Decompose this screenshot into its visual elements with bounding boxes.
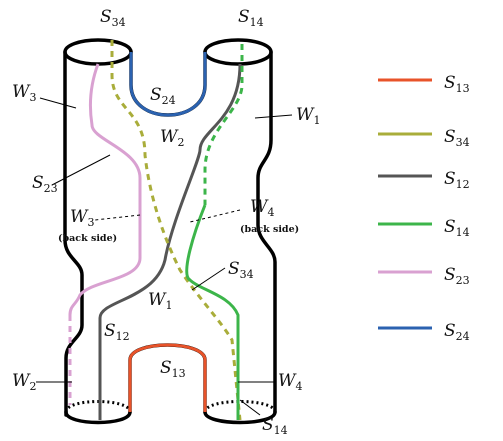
bottom-left-rim-front xyxy=(64,410,132,425)
legend-label: S23 xyxy=(444,265,470,287)
label-s34-top: S34 xyxy=(100,7,126,29)
curve-s14 xyxy=(185,204,240,420)
pointer-w1-top xyxy=(254,114,293,119)
curve-s34 xyxy=(110,40,242,421)
pointer-s34-mid xyxy=(191,267,226,291)
pointer-w3-back xyxy=(94,214,141,221)
pointer-w4-back xyxy=(189,209,241,223)
legend-label: S24 xyxy=(444,321,470,343)
label-back-side-right: (back side) xyxy=(240,224,299,235)
curve-s13 xyxy=(128,343,207,412)
label-s34-mid: S34 xyxy=(228,259,254,281)
label-s13: S13 xyxy=(160,358,186,380)
legend-label: S13 xyxy=(444,73,470,95)
top-right-rim xyxy=(203,38,273,66)
left-outer-edge xyxy=(63,50,84,417)
bottom-left-rim-back xyxy=(64,400,132,413)
legend-item-s14: S14 xyxy=(378,217,470,239)
label-w4-low: W4 xyxy=(278,371,302,393)
bottom-right-rim-front xyxy=(203,410,277,425)
label-w2-low: W2 xyxy=(12,371,36,393)
curve-s23 xyxy=(68,63,142,316)
pointer-s23 xyxy=(51,154,111,186)
legend: S13 S34 S12 S14 S23 S24 xyxy=(378,73,470,343)
top-left-rim xyxy=(63,38,133,66)
legend-label: S12 xyxy=(444,169,470,191)
label-s14-bottom: S14 xyxy=(262,415,288,437)
label-s14-top: S14 xyxy=(238,7,264,29)
label-s24-top: S24 xyxy=(150,85,176,107)
label-w4-back: W4 xyxy=(250,197,274,219)
label-w3-back: W3 xyxy=(70,207,94,229)
legend-item-s24: S24 xyxy=(378,321,470,343)
legend-label: S34 xyxy=(444,127,470,149)
curve-s12 xyxy=(98,63,242,420)
legend-item-s13: S13 xyxy=(378,73,470,95)
legend-item-s12: S12 xyxy=(378,169,470,191)
bottom-rims-back xyxy=(64,400,277,413)
curve-s14-back xyxy=(203,44,244,205)
right-outer-edge xyxy=(256,50,277,414)
pointer-lines xyxy=(36,97,293,416)
label-w1-low: W1 xyxy=(148,290,172,312)
bottom-u-edge xyxy=(128,343,207,414)
label-w1-top: W1 xyxy=(296,105,320,127)
legend-label: S14 xyxy=(444,217,470,239)
pointer-s14-bottom xyxy=(239,399,261,416)
legend-item-s34: S34 xyxy=(378,127,470,149)
label-s23: S23 xyxy=(32,173,58,195)
pointer-w3-top xyxy=(39,97,77,109)
label-w2-mid: W2 xyxy=(160,127,184,149)
label-back-side-left: (back side) xyxy=(58,233,117,244)
label-s12: S12 xyxy=(104,321,130,343)
label-w3-top: W3 xyxy=(12,82,36,104)
curve-s24 xyxy=(129,52,207,117)
legend-item-s23: S23 xyxy=(378,265,470,287)
